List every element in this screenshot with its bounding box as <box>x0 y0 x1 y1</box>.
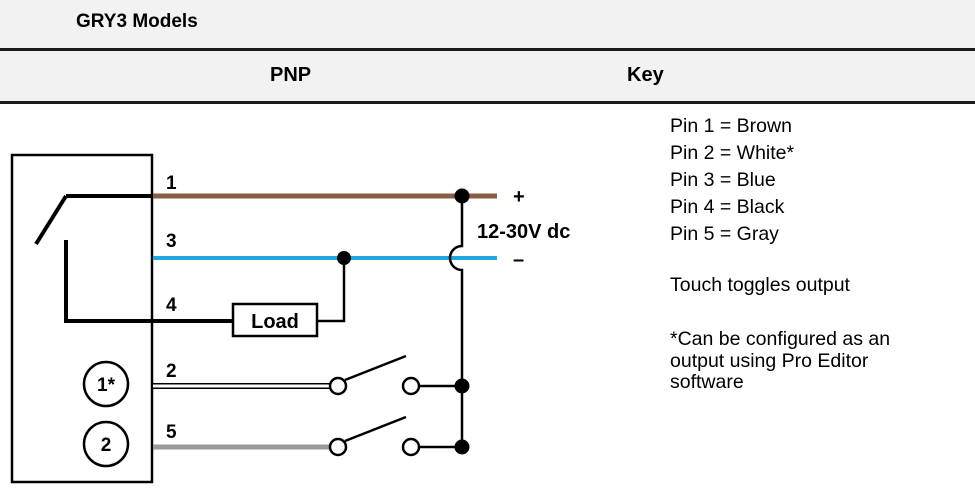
input-2-circle <box>82 420 130 468</box>
supply-junction-switch-2 <box>454 439 470 455</box>
column-header-bar: PNP Key <box>0 51 975 104</box>
load-box <box>231 302 319 338</box>
input-1-label: 1* <box>97 375 116 396</box>
key-pin-list: Pin 1 = Brown Pin 2 = White* Pin 3 = Blu… <box>670 113 794 248</box>
key-pin-5: Pin 5 = Gray <box>670 223 779 245</box>
internal-switch-bottom <box>64 240 153 323</box>
load-return-wire <box>317 258 346 323</box>
plus-label: + <box>513 186 525 208</box>
switch-1-blade <box>344 354 407 382</box>
key-pin-4: Pin 4 = Black <box>670 196 785 218</box>
load-label: Load <box>251 311 299 333</box>
supply-junction-top <box>454 188 470 204</box>
key-header: Key <box>627 64 664 86</box>
key-pin-2: Pin 2 = White* <box>670 142 795 164</box>
key-pin-3: Pin 3 = Blue <box>670 169 776 191</box>
key-footnote: *Can be configured as an output using Pr… <box>670 328 891 394</box>
supply-label: 12-30V dc <box>477 221 570 243</box>
key-note: Touch toggles output <box>670 274 850 296</box>
load-junction-dot <box>337 251 351 265</box>
input-1-circle <box>82 360 130 408</box>
key-footnote-line-2: output using Pro Editor <box>670 349 869 372</box>
title-bar: GRY3 Models <box>0 0 975 51</box>
key-footnote-line-1: *Can be configured as an <box>670 328 891 350</box>
pin-label: 4 <box>166 295 177 316</box>
pin-label: 2 <box>166 361 177 382</box>
internal-switch-blade <box>34 194 68 246</box>
switch-2-blade <box>344 415 407 443</box>
sensor-body <box>10 153 154 484</box>
input-2-label: 2 <box>101 435 112 456</box>
key-footnote-line-3: software <box>670 371 744 393</box>
switch-1-contact-a <box>328 376 348 396</box>
pnp-header: PNP <box>270 64 312 86</box>
pin-label: 5 <box>166 422 177 443</box>
switch-1-contact-b <box>401 376 421 396</box>
switch-2-contact-b <box>401 437 421 457</box>
switch-2-contact-a <box>328 437 348 457</box>
key-pin-1: Pin 1 = Brown <box>670 115 792 137</box>
minus-label: – <box>513 249 524 271</box>
page-title: GRY3 Models <box>76 11 198 32</box>
pin-label: 1 <box>166 173 177 194</box>
pin-label: 3 <box>166 231 177 252</box>
supply-junction-switch-1 <box>454 378 470 394</box>
supply-bus <box>448 196 464 447</box>
